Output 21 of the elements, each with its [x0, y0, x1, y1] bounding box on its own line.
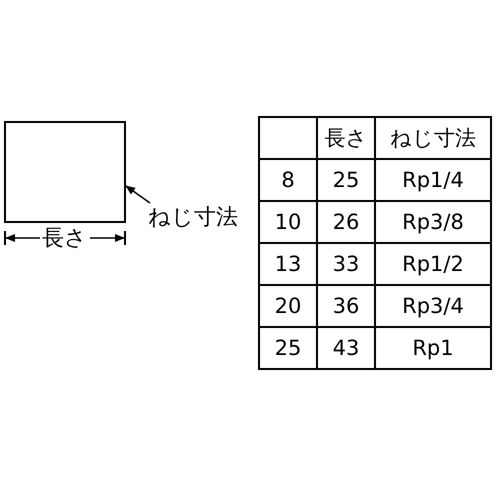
leader-line	[125, 185, 150, 204]
table-cell: 25	[259, 327, 317, 369]
callout-label: ねじ寸法	[148, 203, 238, 233]
part-outline	[4, 121, 126, 223]
table-cell: Rp1/4	[375, 159, 491, 201]
dimension-label: 長さ	[42, 225, 87, 253]
table-cell: 26	[317, 201, 375, 243]
table-cell: 25	[317, 159, 375, 201]
table-cell: ねじ寸法	[375, 117, 491, 159]
table-cell: 13	[259, 243, 317, 285]
table-cell: Rp1	[375, 327, 491, 369]
table-cell: 20	[259, 285, 317, 327]
table-cell: 33	[317, 243, 375, 285]
table-cell: 36	[317, 285, 375, 327]
table-cell: Rp1/2	[375, 243, 491, 285]
table-cell: 43	[317, 327, 375, 369]
table-cell: 10	[259, 201, 317, 243]
table-cell: 8	[259, 159, 317, 201]
table-cell: Rp3/8	[375, 201, 491, 243]
table-cell: 長さ	[317, 117, 375, 159]
table-cell: Rp3/4	[375, 285, 491, 327]
